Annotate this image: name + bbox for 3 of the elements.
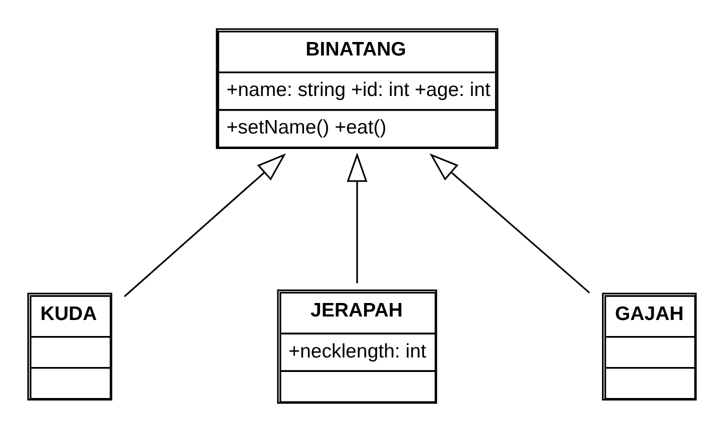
arrow: [430, 153, 590, 294]
arrow: [346, 152, 368, 284]
arrow: [124, 153, 286, 298]
